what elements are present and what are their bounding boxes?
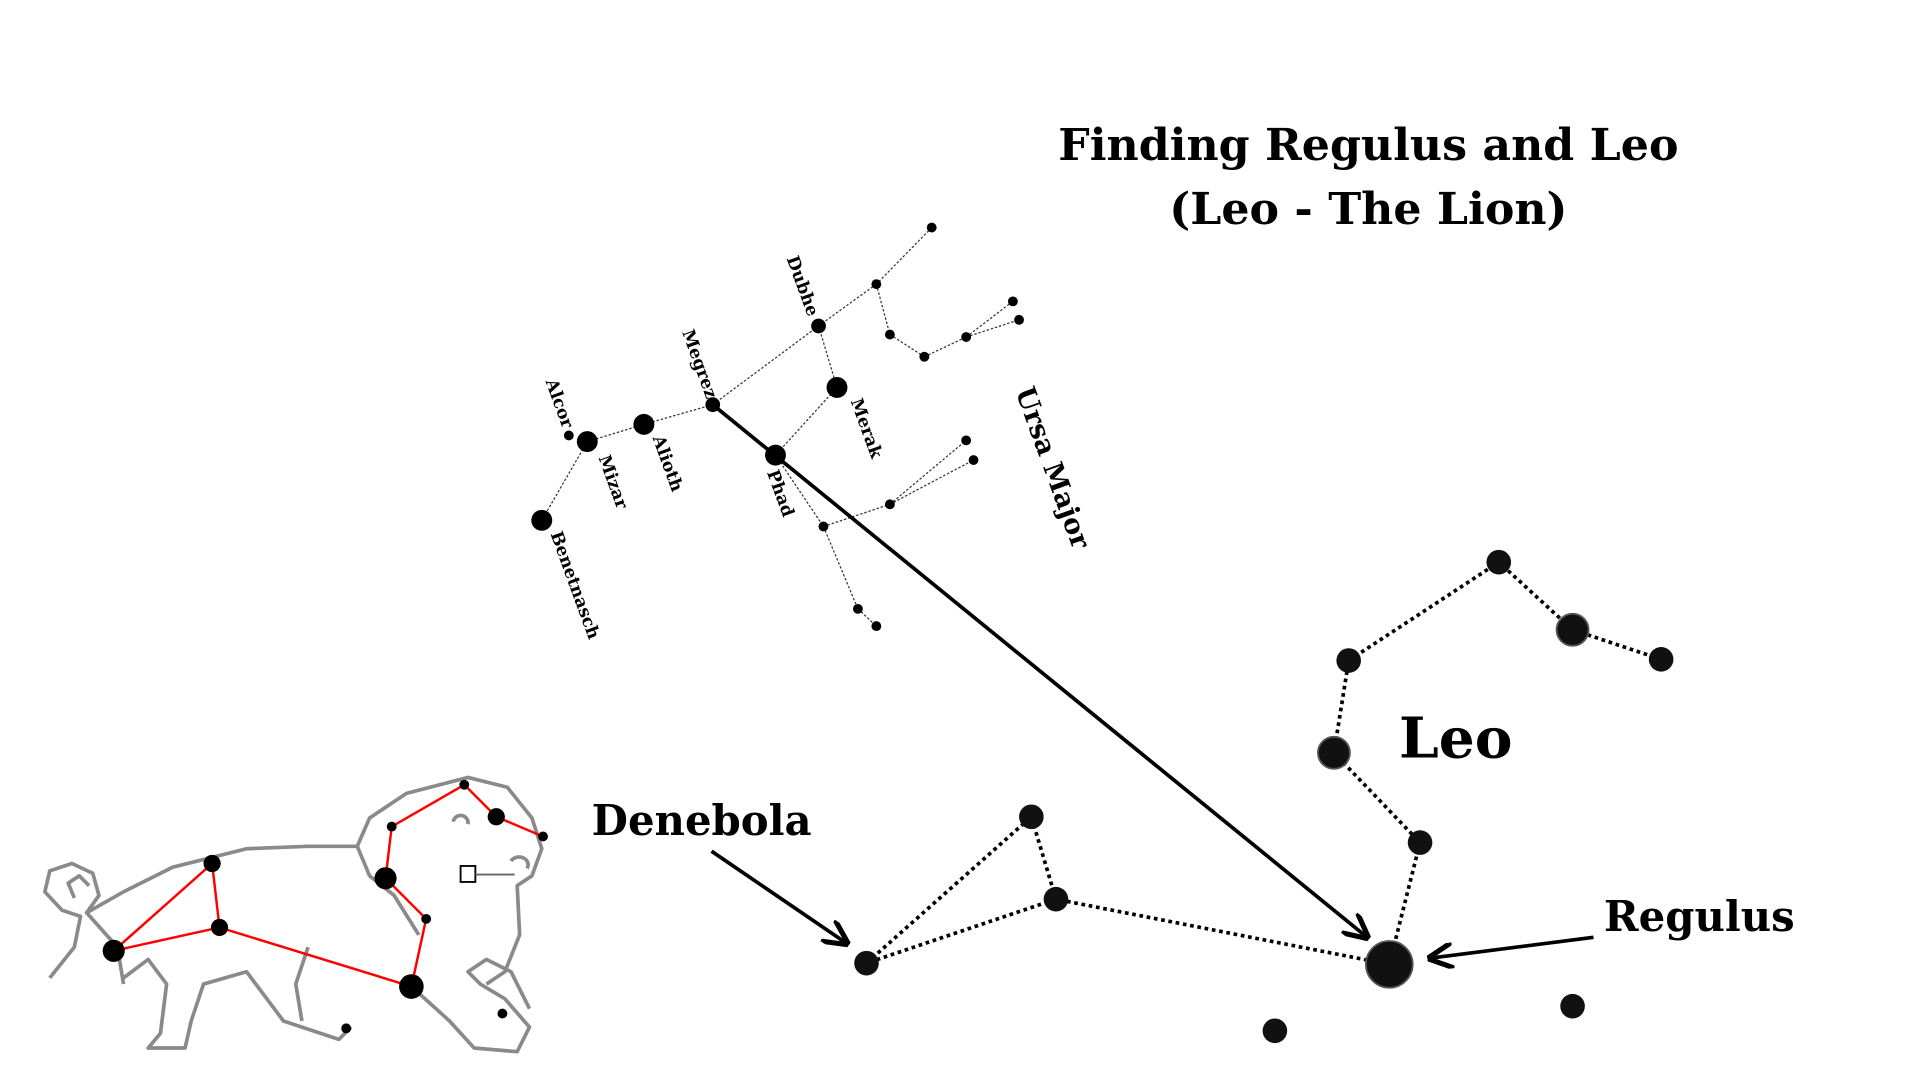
lion-outline [42, 775, 544, 1054]
label-phad: Phad [762, 467, 797, 520]
star-merak [826, 377, 848, 398]
leo-stars [854, 549, 1674, 1044]
lion-square-marker [459, 865, 477, 883]
label-alioth: Alioth [647, 432, 686, 495]
denebola-arrow [710, 849, 847, 943]
label-alcor: Alcor [540, 375, 577, 432]
star-alioth [633, 413, 655, 435]
label-ursa-major: Ursa Major [1009, 383, 1096, 554]
star-mizar [576, 431, 598, 453]
label-merak: Merak [846, 396, 886, 462]
lion-stars [102, 779, 548, 1034]
star-phad [765, 444, 786, 466]
label-mizar: Mizar [594, 452, 632, 512]
label-leo: Leo [1399, 706, 1513, 772]
pointer-arrow-to-regulus [711, 403, 1367, 938]
label-dubhe: Dubhe [782, 253, 822, 319]
star-regulus [1365, 940, 1414, 989]
star-benetnasch [531, 509, 553, 531]
label-benetnasch: Benetnasch [546, 529, 604, 643]
lion-constellation-lines [112, 783, 544, 989]
leo-lines [865, 559, 1662, 967]
regulus-arrow [1430, 935, 1594, 958]
ursa-major-lines [541, 227, 1020, 627]
star-megrez [705, 397, 721, 413]
star-denebola [854, 950, 879, 976]
star-dubhe [811, 318, 826, 334]
label-regulus: Regulus [1604, 892, 1795, 941]
title-line-1: Finding Regulus and Leo [1058, 119, 1678, 171]
title-line-2: (Leo - The Lion) [1169, 183, 1567, 235]
label-denebola: Denebola [592, 796, 812, 845]
label-megrez: Megrez [677, 327, 720, 402]
star-alcor [563, 430, 574, 441]
ursa-major-stars [531, 222, 1024, 632]
lion-illustration [42, 775, 548, 1054]
